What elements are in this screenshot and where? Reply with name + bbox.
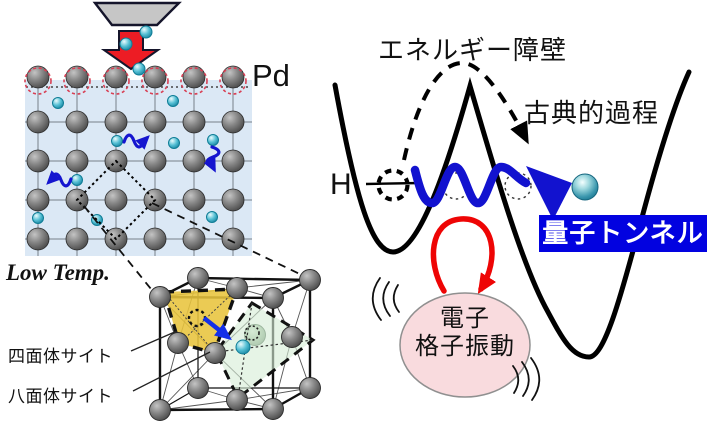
zoom-dashed-lines xyxy=(83,202,307,295)
vibration-marks xyxy=(371,277,541,401)
energy-level-line xyxy=(365,181,421,186)
excitation-label-line1: 電子 xyxy=(440,305,490,332)
pd-lattice xyxy=(24,65,252,256)
excitation-label-line2: 格子振動 xyxy=(415,333,515,360)
tunneled-hydrogen-atom xyxy=(571,173,599,201)
energy-barrier-label: エネルギー障壁 xyxy=(378,35,568,65)
octahedral-site-marker xyxy=(244,325,260,341)
pd-atoms xyxy=(26,65,245,251)
vibration-ellipse xyxy=(399,292,531,398)
cell-pd-atoms xyxy=(149,267,321,421)
cell-hydrogen-atom xyxy=(235,339,251,355)
classical-path-dashed-arrow xyxy=(402,60,529,161)
pd-label: Pd xyxy=(252,58,290,93)
hydrogen-atoms xyxy=(32,25,219,226)
excitation-label: 電子 格子振動 xyxy=(400,305,530,361)
site-label-leader-lines xyxy=(130,330,211,392)
hydrogen-dashed-circle xyxy=(376,168,410,202)
hydrogen-initial-state xyxy=(365,168,421,202)
unit-cell-highlight-diamond xyxy=(75,159,157,241)
surface-adsorption-site-circles xyxy=(24,67,247,95)
low-temp-label: Low Temp. xyxy=(6,260,110,285)
quantum-tunnel-badge: 量子トンネル xyxy=(539,215,707,252)
diffusion-wave-arrows xyxy=(46,133,221,188)
octahedral-site-label: 八面体サイト xyxy=(8,387,113,406)
fcc-unit-cell xyxy=(130,267,321,421)
phonon-coupling-loop-arrow xyxy=(430,216,497,295)
indenter-tip xyxy=(92,1,182,27)
site-hop-arrow xyxy=(202,316,232,341)
hydrogen-label: H xyxy=(330,168,352,201)
tetrahedral-site-label: 四面体サイト xyxy=(8,347,113,366)
quantum-tunneling-wave-arrow xyxy=(410,162,572,220)
classical-process-label: 古典的過程 xyxy=(524,98,660,128)
